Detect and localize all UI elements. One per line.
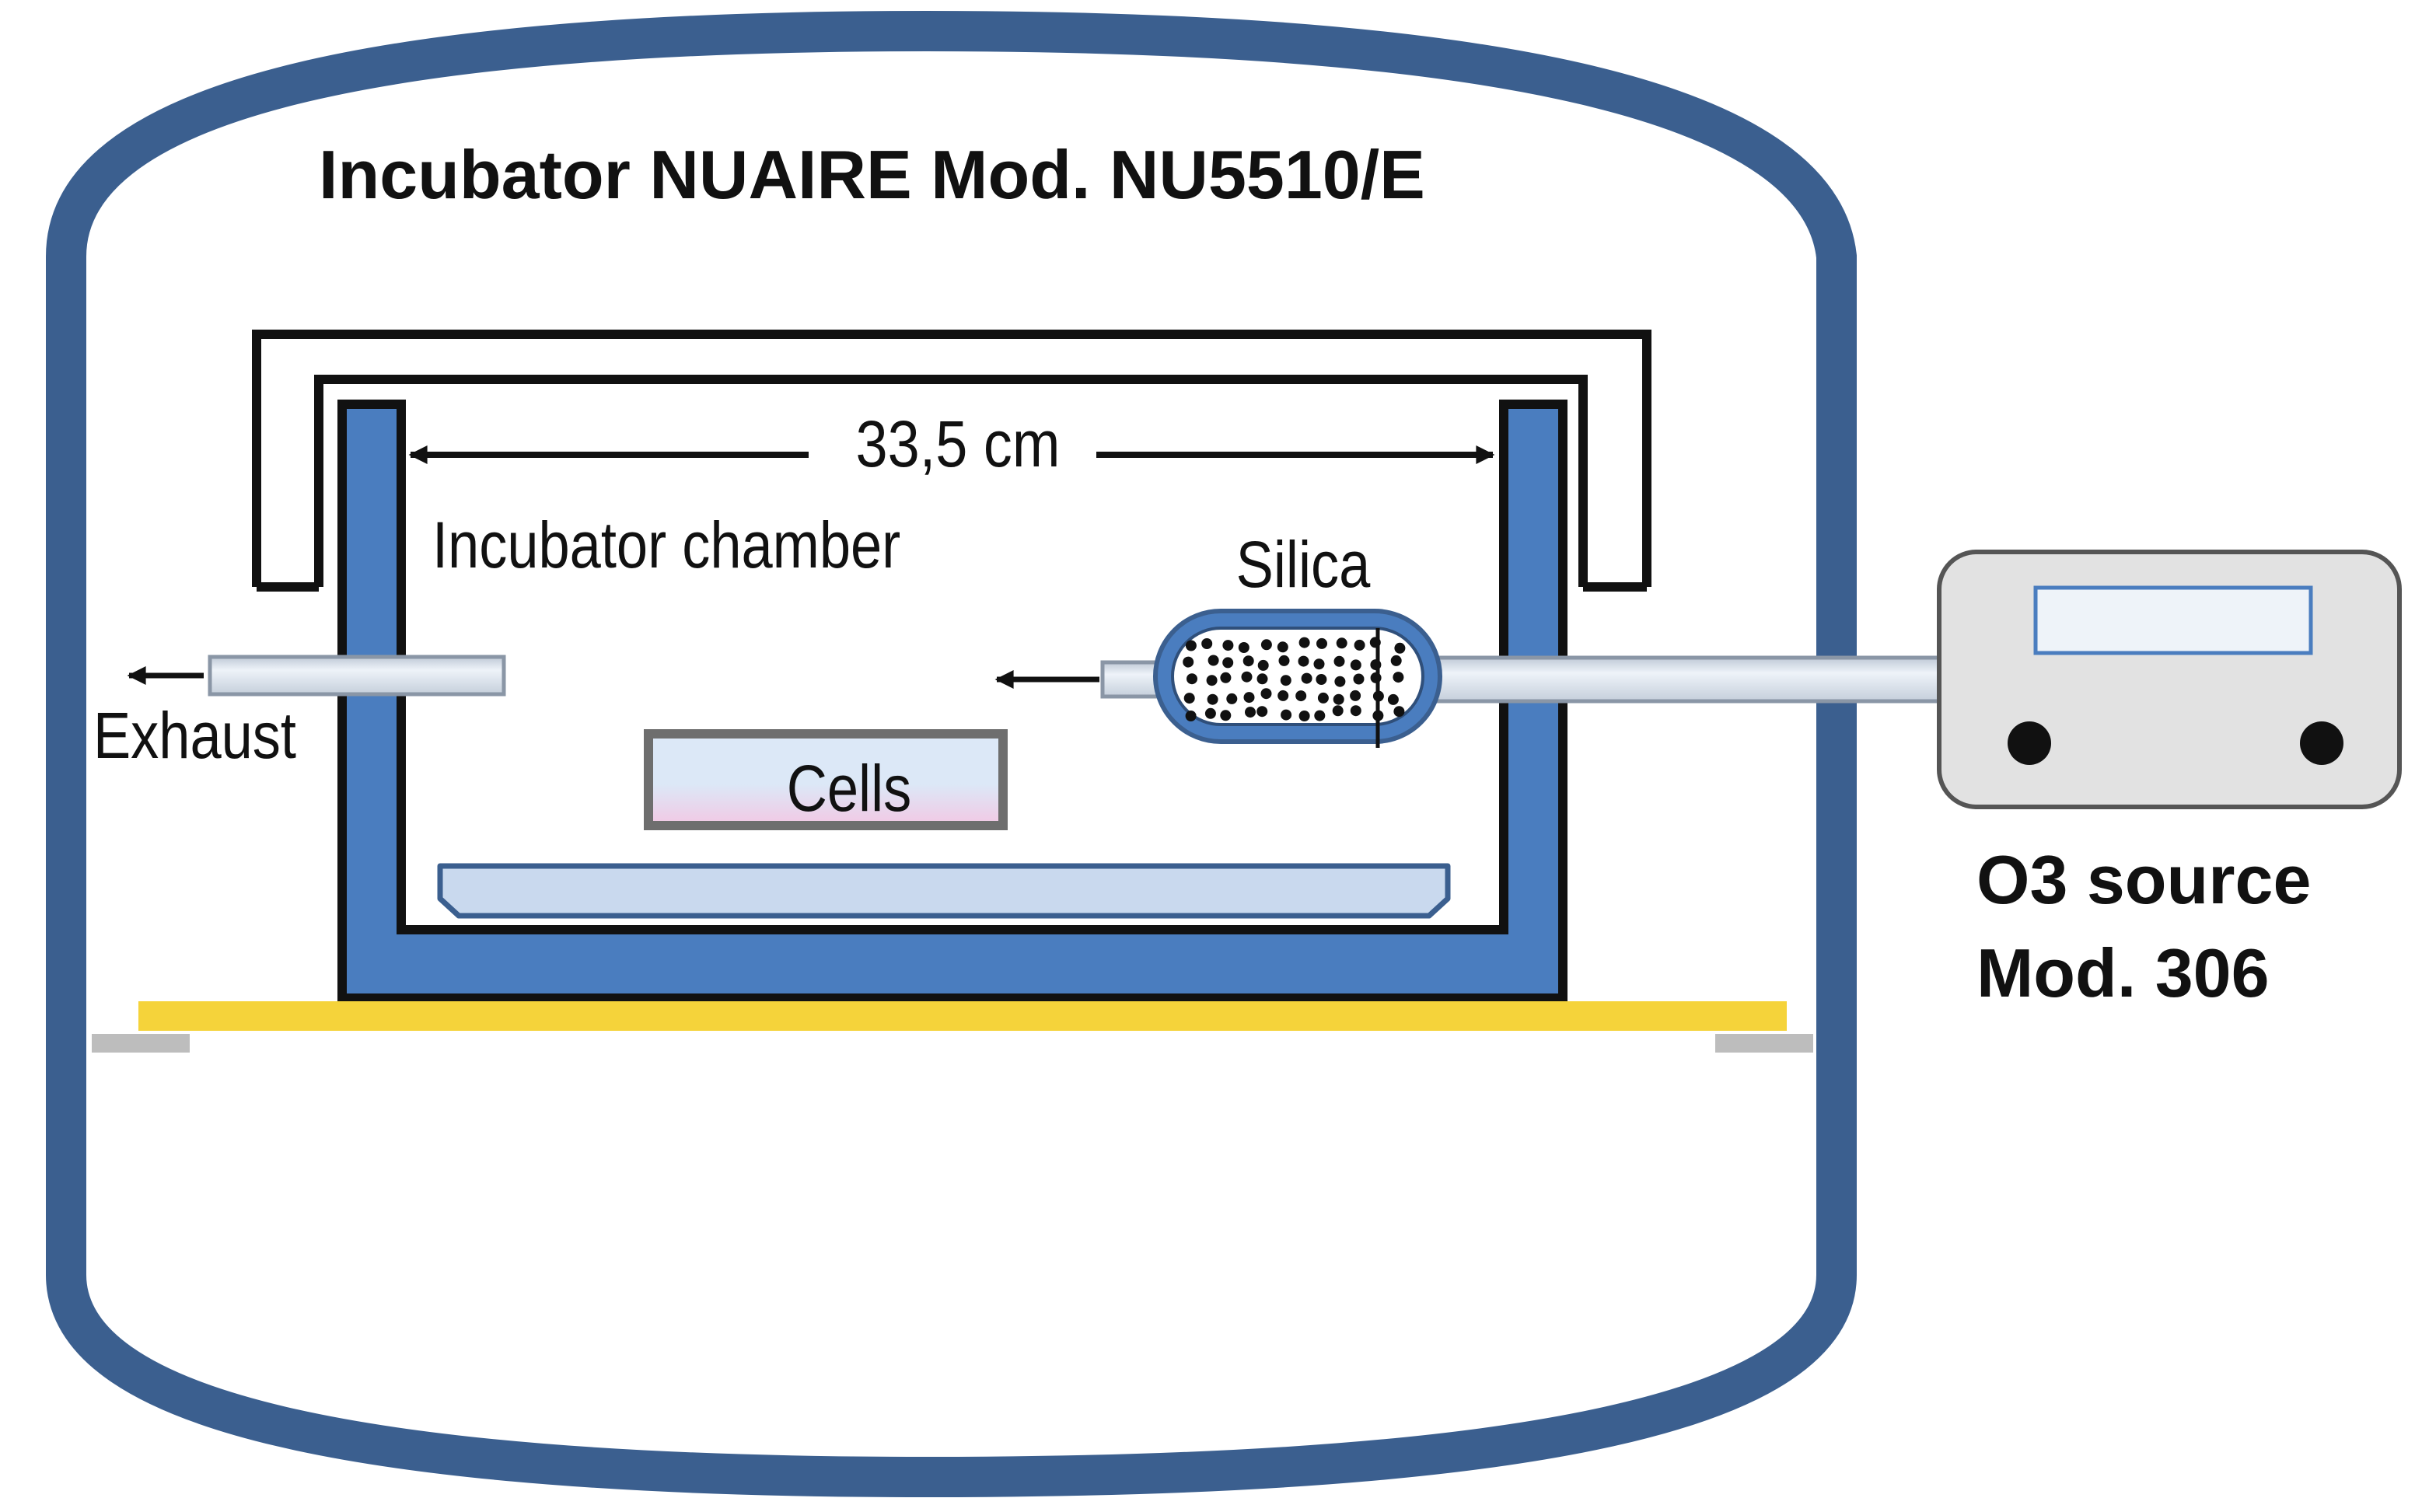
ozone-source-knob-left <box>2008 721 2051 765</box>
incubator-chamber-label: Incubator chamber <box>432 508 900 581</box>
silica-granule <box>1245 707 1256 718</box>
width-dimension-label: 33,5 cm <box>856 407 1061 480</box>
silica-granule <box>1314 710 1326 721</box>
silica-granule <box>1281 709 1292 721</box>
silica-granule <box>1207 693 1218 705</box>
chamber-tray <box>437 863 1451 919</box>
silica-granule <box>1316 637 1327 649</box>
incubator-chamber-wall <box>337 400 1567 1003</box>
silica-granule <box>1387 693 1399 705</box>
silica-granule <box>1187 673 1197 685</box>
ozone-source-knob-right <box>2300 721 2343 765</box>
silica-granule <box>1278 655 1290 666</box>
silica-granule <box>1394 642 1406 654</box>
silica-granules <box>1183 637 1406 721</box>
silica-granule <box>1277 641 1288 653</box>
silica-label: Silica <box>1236 528 1371 601</box>
cells-label: Cells <box>787 752 912 825</box>
silica-granule <box>1350 690 1361 701</box>
silica-granule <box>1372 690 1384 702</box>
silica-granule <box>1316 674 1327 685</box>
silica-granule <box>1369 637 1381 648</box>
silica-granule <box>1298 655 1309 667</box>
silica-granule <box>1317 692 1329 704</box>
silica-granule <box>1206 675 1218 686</box>
silica-granule <box>1226 693 1238 704</box>
exhaust-pipe <box>208 655 506 697</box>
silica-granule <box>1238 642 1249 653</box>
silica-granule <box>1256 673 1268 685</box>
ozone-source-device <box>1937 550 2402 809</box>
silica-granule <box>1393 672 1404 683</box>
silica-granule <box>1185 640 1197 651</box>
silica-granule <box>1208 655 1219 666</box>
silica-granule <box>1260 688 1272 700</box>
silica-granule <box>1220 672 1232 683</box>
silica-granule <box>1295 690 1307 702</box>
silica-granule <box>1277 690 1289 701</box>
silica-granule <box>1183 656 1194 668</box>
silica-granule <box>1333 655 1345 667</box>
silica-granule <box>1204 707 1216 719</box>
silica-granule <box>1222 640 1234 651</box>
shelf-foot-right <box>1715 1034 1813 1053</box>
silica-granule <box>1370 659 1382 671</box>
ozone-source-display <box>2033 585 2313 655</box>
silica-granule <box>1201 638 1213 649</box>
silica-granule <box>1336 637 1347 649</box>
shelf-base <box>138 1001 1787 1031</box>
silica-granule <box>1220 710 1232 721</box>
silica-granule <box>1333 693 1344 705</box>
incubator-title: Incubator NUAIRE Mod. NU5510/E <box>319 136 1425 213</box>
silica-granule <box>1241 671 1253 683</box>
ozone-source-model-label: Mod. 306 <box>1976 934 2270 1011</box>
silica-granule <box>1256 706 1268 718</box>
silica-granule <box>1298 637 1310 648</box>
chamber-lid-outer <box>252 330 1651 587</box>
silica-granule <box>1370 672 1382 683</box>
silica-granule <box>1243 692 1255 704</box>
silica-granule <box>1390 655 1402 666</box>
silica-granule <box>1183 693 1195 704</box>
silica-granule <box>1280 675 1291 686</box>
ozone-inlet-pipe <box>1405 655 1941 704</box>
silica-granule <box>1301 672 1312 684</box>
silica-granule <box>1242 655 1254 667</box>
exhaust-label: Exhaust <box>93 699 296 772</box>
silica-granule <box>1222 657 1234 669</box>
silica-granule <box>1313 658 1325 670</box>
silica-granule <box>1332 705 1344 717</box>
silica-granule <box>1257 659 1269 671</box>
silica-granule <box>1350 659 1361 671</box>
shelf-foot-left <box>92 1034 190 1053</box>
silica-granule <box>1334 676 1346 687</box>
silica-granule <box>1260 639 1272 651</box>
silica-granule <box>1185 711 1197 721</box>
silica-granule <box>1350 705 1361 717</box>
silica-granule <box>1354 639 1365 651</box>
silica-granule <box>1298 711 1310 721</box>
ozone-source-label: O3 source <box>1976 841 2311 918</box>
silica-granule <box>1393 706 1405 718</box>
silica-granule <box>1372 710 1384 721</box>
cells-dish <box>644 729 1008 830</box>
silica-granule <box>1353 673 1365 685</box>
chamber-lid-inner <box>314 375 1588 587</box>
